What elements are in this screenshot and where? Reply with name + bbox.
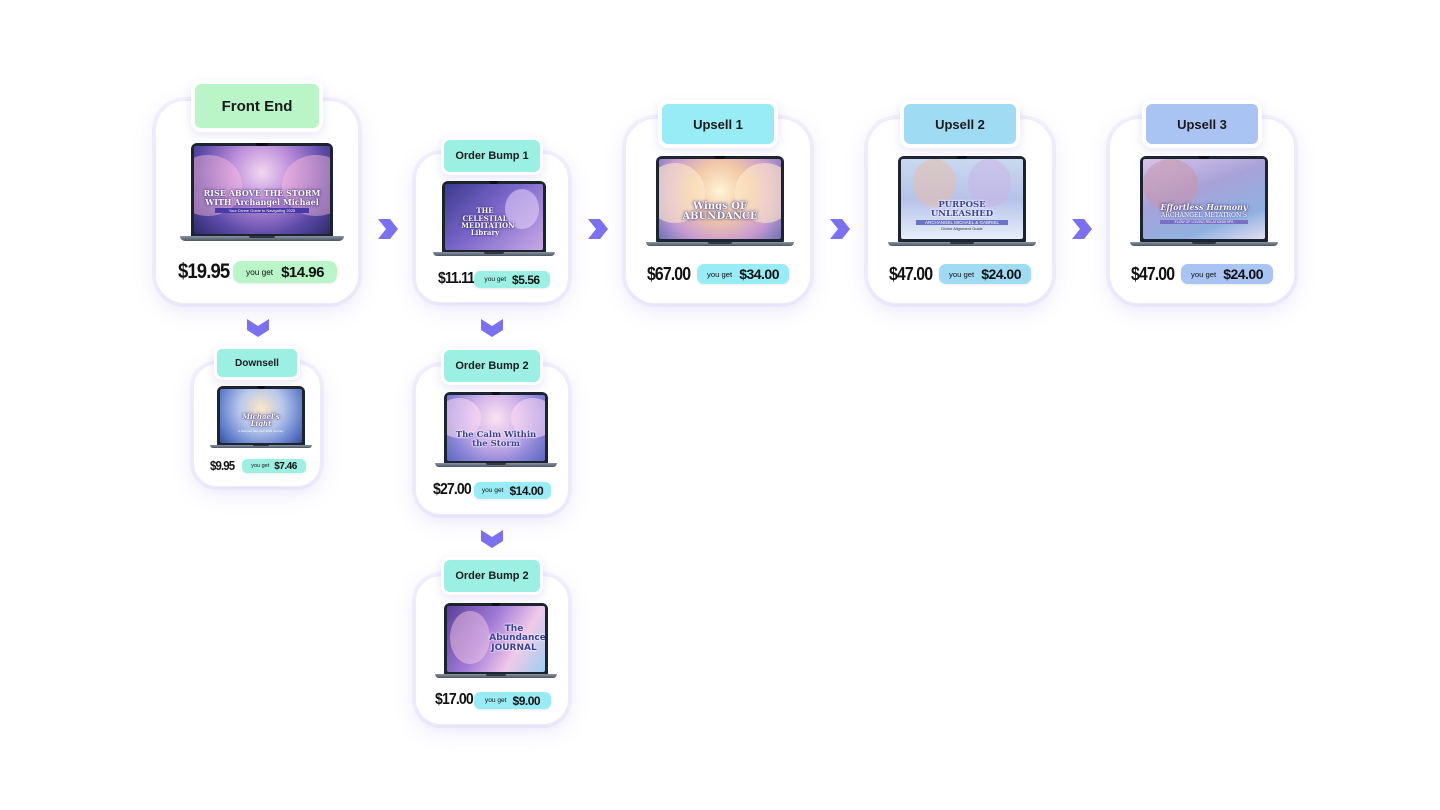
upsell-3-price: $47.00	[1131, 264, 1175, 284]
order-bump-1-cover: THE CELESTIAL MEDITATION Library	[444, 184, 544, 250]
upsell-1-cover-title: Wings OF ABUNDANCE	[682, 200, 758, 223]
downsell-cover-title: Michael's Light	[242, 411, 280, 429]
upsell-2-cover: PURPOSE UNLEASHED ARCHANGEL MICHAEL & GA…	[901, 159, 1023, 240]
upsell-2-cover-caption: Divine Alignment Guide	[941, 226, 983, 232]
order-bump-2a-you-get-pill: you get $14.00	[474, 482, 551, 499]
upsell-2-you-get-pill: you get $24.00	[939, 264, 1031, 284]
order-bump-1-cover-title: THE CELESTIAL MEDITATION Library	[461, 206, 515, 238]
order-bump-2b-cover: The Abundance JOURNAL	[446, 606, 546, 672]
you-get-label: you get	[706, 269, 733, 279]
order-bump-2a-cover-title: The Calm Within the Storm	[455, 430, 537, 449]
arrow-down-icon	[481, 319, 503, 337]
you-get-label: you get	[251, 463, 270, 469]
order-bump-2a-you-get-amount: $14.00	[509, 483, 544, 498]
upsell-2-you-get-amount: $24.00	[981, 266, 1022, 282]
downsell-laptop: Michael's Light A Glimpse Into Your 2025…	[210, 386, 312, 448]
front-end-price: $19.95	[178, 260, 230, 283]
upsell-3-cover-subtitle: ARCHANGEL METATRON'S	[1161, 212, 1247, 220]
arrow-right-icon	[1072, 219, 1092, 239]
order-bump-2b-cover-title: The Abundance JOURNAL	[489, 623, 546, 653]
upsell-3-tag: Upsell 3	[1142, 100, 1262, 148]
downsell-price: $9.95	[210, 458, 235, 473]
front-end-cover-title: RISE ABOVE THE STORM WITH Archangel Mich…	[203, 188, 321, 207]
upsell-2-laptop: PURPOSE UNLEASHED ARCHANGEL MICHAEL & GA…	[888, 156, 1036, 246]
downsell-you-get-amount: $7.46	[274, 460, 297, 472]
upsell-3-laptop: Effortless Harmony ARCHANGEL METATRON'S …	[1130, 156, 1278, 246]
arrow-right-icon	[588, 219, 608, 239]
front-end-you-get-amount: $14.96	[281, 263, 324, 281]
front-end-tag: Front End	[191, 80, 323, 132]
you-get-label: you get	[1190, 269, 1217, 279]
order-bump-2a-price: $27.00	[433, 481, 472, 498]
upsell-2-cover-title: PURPOSE UNLEASHED	[930, 200, 994, 220]
upsell-2-price: $47.00	[889, 264, 933, 284]
order-bump-1-tag: Order Bump 1	[441, 137, 543, 175]
downsell-you-get-pill: you get $7.46	[242, 459, 306, 473]
downsell-tag: Downsell	[214, 346, 300, 380]
upsell-1-you-get-amount: $34.00	[739, 266, 780, 282]
order-bump-2b-laptop: The Abundance JOURNAL	[435, 603, 557, 678]
upsell-1-price: $67.00	[647, 264, 691, 284]
arrow-down-icon	[247, 319, 269, 337]
order-bump-1-laptop: THE CELESTIAL MEDITATION Library	[433, 181, 555, 256]
front-end-cover-subtitle: Your Divine Guide to Navigating 2025	[214, 207, 310, 213]
order-bump-2a-tag: Order Bump 2	[441, 347, 543, 385]
upsell-3-you-get-amount: $24.00	[1223, 266, 1264, 282]
order-bump-2b-price: $17.00	[435, 691, 474, 708]
upsell-2-tag: Upsell 2	[900, 100, 1020, 148]
front-end-cover: RISE ABOVE THE STORM WITH Archangel Mich…	[194, 146, 330, 235]
upsell-3-cover-title: Effortless Harmony	[1160, 202, 1248, 212]
front-end-you-get-pill: you get $14.96	[233, 261, 337, 283]
arrow-right-icon	[830, 219, 850, 239]
downsell-cover: Michael's Light A Glimpse Into Your 2025…	[220, 389, 302, 443]
upsell-1-laptop: Wings OF ABUNDANCE	[646, 156, 794, 246]
upsell-3-you-get-pill: you get $24.00	[1181, 264, 1273, 284]
order-bump-2b-you-get-amount: $9.00	[512, 693, 541, 708]
you-get-label: you get	[484, 276, 507, 283]
arrow-right-icon	[378, 219, 398, 239]
you-get-label: you get	[484, 697, 507, 704]
upsell-3-cover: Effortless Harmony ARCHANGEL METATRON'S …	[1143, 159, 1265, 240]
upsell-3-cover-caption: FLOW OF LOVING RELATIONSHIPS	[1160, 220, 1248, 225]
order-bump-2b-tag: Order Bump 2	[441, 557, 543, 595]
order-bump-2a-cover: The Calm Within the Storm	[446, 395, 546, 461]
arrow-down-icon	[481, 530, 503, 548]
order-bump-1-you-get-pill: you get $5.56	[474, 271, 550, 288]
order-bump-2a-laptop: The Calm Within the Storm	[435, 392, 557, 467]
upsell-2-cover-subtitle: ARCHANGEL MICHAEL & GABRIEL	[915, 220, 1009, 226]
you-get-label: you get	[481, 487, 504, 494]
order-bump-1-price: $11.11	[438, 270, 475, 287]
you-get-label: you get	[948, 269, 975, 279]
downsell-cover-subtitle: A Glimpse Into Your 2025 Journey	[238, 428, 284, 433]
front-end-laptop: RISE ABOVE THE STORM WITH Archangel Mich…	[180, 143, 344, 241]
order-bump-1-you-get-amount: $5.56	[512, 272, 540, 287]
you-get-label: you get	[246, 267, 274, 277]
order-bump-2b-you-get-pill: you get $9.00	[474, 692, 551, 709]
upsell-1-tag: Upsell 1	[658, 100, 778, 148]
upsell-1-you-get-pill: you get $34.00	[697, 264, 789, 284]
upsell-1-cover: Wings OF ABUNDANCE	[659, 159, 781, 240]
